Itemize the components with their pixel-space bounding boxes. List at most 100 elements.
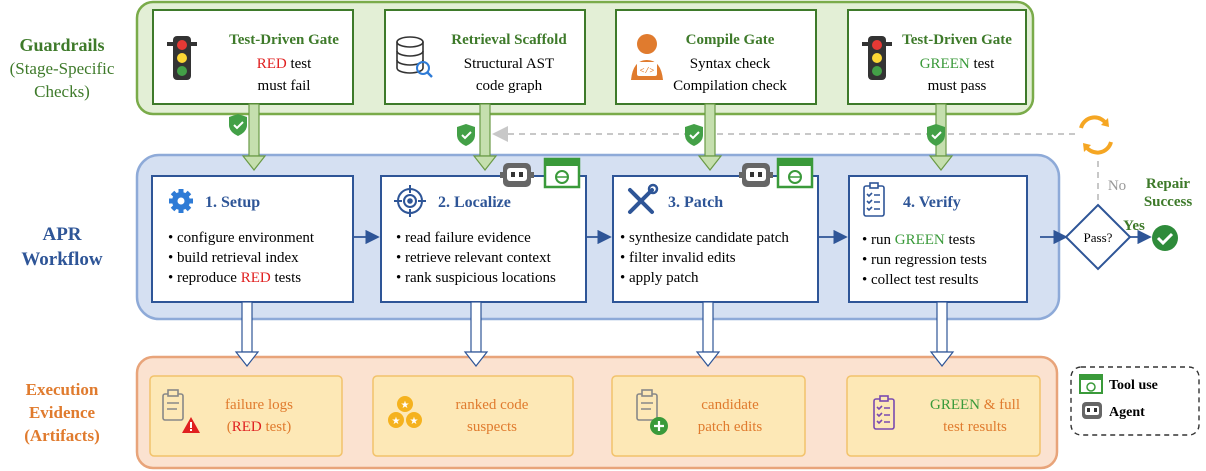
svg-text:Workflow: Workflow [21,249,103,270]
gate-connector-1 [241,103,267,171]
svg-text:GREEN test: GREEN test [920,56,995,72]
svg-text:must pass: must pass [928,78,987,94]
tools-icon [628,183,659,214]
svg-text:• retrieve relevant context: • retrieve relevant context [396,250,552,266]
evidence-label: Execution Evidence (Artifacts) [24,380,100,445]
svg-text:Agent: Agent [1109,405,1145,420]
svg-text:• collect test results: • collect test results [862,272,979,288]
svg-text:(RED test): (RED test) [227,419,292,435]
success-check-icon [1152,225,1178,251]
clipboard-warning-icon [162,389,200,433]
svg-text:APR: APR [42,224,81,245]
agent-badges [500,157,814,189]
guardrails-label: Guardrails (Stage-Specific Checks) [10,35,115,101]
gate-box-2: Retrieval Scaffold Structural AST code g… [384,9,586,105]
traffic-light-icon [862,36,892,80]
svg-text:test results: test results [943,419,1007,435]
agent-icon [1082,402,1102,419]
svg-text:ranked code: ranked code [456,397,529,413]
svg-text:• read failure evidence: • read failure evidence [396,230,531,246]
svg-text:(Stage-Specific: (Stage-Specific [10,59,115,78]
svg-text:candidate: candidate [701,397,759,413]
svg-text:2. Localize: 2. Localize [438,194,511,211]
svg-text:Success: Success [1144,194,1192,210]
step-box-1: 1. Setup • configure environment • build… [151,175,354,303]
svg-text:must fail: must fail [258,78,311,94]
shield-icon [927,124,945,146]
svg-text:failure logs: failure logs [225,397,293,413]
svg-text:• run regression tests: • run regression tests [862,252,987,268]
svg-text:★: ★ [401,400,410,411]
developer-icon: </> [631,34,663,80]
shield-icon [457,124,475,146]
svg-text:Structural AST: Structural AST [464,56,554,72]
shield-icon [229,114,247,136]
svg-text:★: ★ [410,416,419,427]
artifact-connectors [234,301,955,367]
step-box-3: 3. Patch • synthesize candidate patch • … [612,175,819,303]
svg-text:• run GREEN tests: • run GREEN tests [862,232,975,248]
svg-text:Syntax check: Syntax check [690,56,771,72]
tool-icon [776,157,814,189]
svg-text:RED test: RED test [257,56,312,72]
tool-icon [543,157,581,189]
legend: Tool use Agent [1070,366,1200,436]
tool-icon [1079,374,1103,394]
svg-text:suspects: suspects [467,419,517,435]
svg-text:Evidence: Evidence [29,403,96,422]
gear-icon [169,189,193,213]
gate-connector-3 [697,103,723,171]
step-box-2: 2. Localize • read failure evidence • re… [380,175,587,303]
svg-text:Guardrails: Guardrails [19,35,104,55]
feedback-loop: No [492,115,1126,200]
svg-text:(Artifacts): (Artifacts) [24,426,100,445]
checklist-icon [863,182,885,217]
shield-icon [685,124,703,146]
svg-text:• apply patch: • apply patch [620,270,699,286]
svg-text:3. Patch: 3. Patch [668,194,723,211]
svg-text:Retrieval Scaffold: Retrieval Scaffold [451,32,567,48]
repair-success: Repair Success [1144,176,1192,251]
gate-box-4: Test-Driven Gate GREEN test must pass [847,9,1027,105]
svg-text:1. Setup: 1. Setup [205,194,260,211]
retry-icon [1079,115,1113,155]
shield-icons [229,114,945,146]
step-box-4: 4. Verify • run GREEN tests • run regres… [848,175,1028,303]
traffic-light-icon [167,36,197,80]
svg-text:Compilation check: Compilation check [673,78,787,94]
agent-icon [739,163,773,187]
artifact-box-2: ★ ★ ★ ranked code suspects [372,375,574,457]
svg-text:Pass?: Pass? [1084,230,1113,245]
svg-text:Repair: Repair [1146,176,1191,192]
workflow-label: APR Workflow [21,224,103,270]
svg-text:• build retrieval index: • build retrieval index [168,250,299,266]
gate-connector-2 [472,103,498,171]
svg-text:patch edits: patch edits [698,419,763,435]
svg-text:</>: </> [640,67,655,76]
clipboard-plus-icon [636,389,668,435]
artifact-box-3: candidate patch edits [611,375,806,457]
svg-text:• configure environment: • configure environment [168,230,315,246]
svg-text:code graph: code graph [476,78,543,94]
svg-text:• synthesize candidate patch: • synthesize candidate patch [620,230,789,246]
database-search-icon [396,36,433,78]
gate-box-1: Test-Driven Gate RED test must fail [152,9,354,105]
decision-diamond: Pass? Yes [1064,203,1145,271]
svg-text:GREEN & full: GREEN & full [930,397,1020,413]
svg-text:Yes: Yes [1123,218,1145,234]
svg-text:• rank suspicious locations: • rank suspicious locations [396,270,556,286]
svg-text:Test-Driven Gate: Test-Driven Gate [229,32,339,48]
svg-text:Execution: Execution [26,380,99,399]
svg-text:Test-Driven Gate: Test-Driven Gate [902,32,1012,48]
stars-icon: ★ ★ ★ [388,396,422,428]
svg-text:Tool use: Tool use [1109,378,1158,393]
svg-text:• reproduce RED tests: • reproduce RED tests [168,270,301,286]
agent-icon [500,163,534,187]
svg-text:No: No [1108,178,1126,194]
evidence-band [135,355,1059,470]
artifact-box-4: GREEN & full test results [846,375,1041,457]
svg-text:Compile Gate: Compile Gate [686,32,775,48]
svg-text:4. Verify: 4. Verify [903,194,961,211]
artifact-box-1: failure logs (RED test) [149,375,343,457]
